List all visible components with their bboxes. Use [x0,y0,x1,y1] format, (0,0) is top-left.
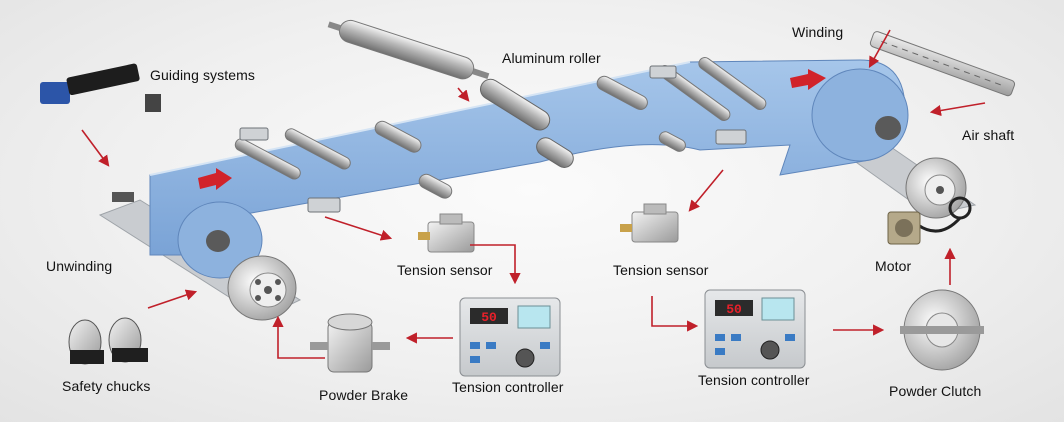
label-safety-chucks: Safety chucks [62,378,151,394]
sensor-bracket [307,197,341,213]
roller-group [234,57,767,199]
label-winding: Winding [792,24,844,40]
powder-clutch-device [900,289,984,371]
safety-chucks-device [68,317,148,365]
direction-arrow-icon [198,168,232,190]
tension-sensor-right-device [620,203,679,243]
material-web [149,59,909,279]
label-powder-clutch: Powder Clutch [889,383,982,399]
roller-bracket [649,65,677,79]
tension-controller-left-device [459,297,561,377]
label-guiding-systems: Guiding systems [150,67,255,83]
flow-arrow-icon [81,29,986,359]
sensor-bracket [715,129,747,145]
roller-bracket [239,127,269,141]
label-tension-controller-left: Tension controller [452,379,564,395]
direction-arrow-icon [790,69,826,90]
label-tension-controller-right: Tension controller [698,372,810,388]
rewind-clutch-disc [905,157,972,233]
unwind-brake-disc [227,255,297,321]
controller-display-left: 50 [481,310,497,325]
aluminum-roller-part [327,19,490,80]
label-unwinding: Unwinding [46,258,113,274]
label-aluminum-roller: Aluminum roller [502,50,601,66]
controller-display-right: 50 [726,302,742,317]
label-motor: Motor [875,258,912,274]
label-powder-brake: Powder Brake [319,387,409,403]
label-tension-sensor-left: Tension sensor [397,262,493,278]
powder-brake-device [310,313,390,373]
label-tension-sensor-right: Tension sensor [613,262,709,278]
guide-sensor [112,192,134,202]
tension-controller-right-device [704,289,806,369]
label-air-shaft: Air shaft [962,127,1015,143]
motor-part [887,211,921,245]
tension-sensor-left-device [418,213,475,253]
guiding-system-device [40,63,161,112]
air-shaft-part [869,31,1016,97]
